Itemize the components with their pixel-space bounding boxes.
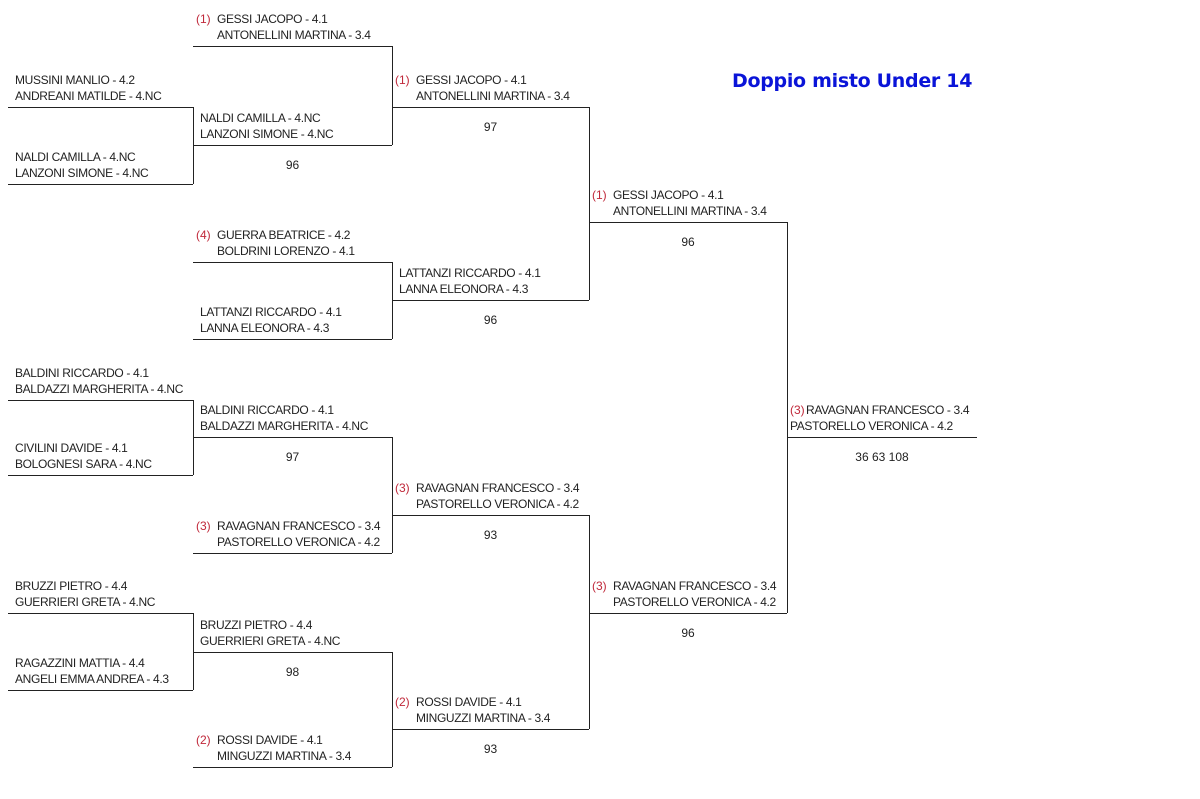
team-player-1: BRUZZI PIETRO - 4.4 <box>15 579 128 593</box>
bracket-connector <box>392 437 393 553</box>
bracket-line <box>8 475 193 476</box>
match-score: 97 <box>483 120 498 134</box>
team-player-2: BOLOGNESI SARA - 4.NC <box>15 457 152 471</box>
bracket-line <box>193 652 392 653</box>
seed-label: (1) <box>395 73 410 87</box>
bracket-line <box>8 184 193 185</box>
team-player-1: BALDINI RICCARDO - 4.1 <box>15 366 149 380</box>
team-player-1: RAVAGNAN FRANCESCO - 3.4 <box>416 481 580 495</box>
match-score: 93 <box>483 528 498 542</box>
bracket-line <box>392 107 589 108</box>
match-score: 96 <box>483 313 498 327</box>
seed-label: (2) <box>196 733 211 747</box>
team-player-1: CIVILINI DAVIDE - 4.1 <box>15 441 128 455</box>
team-player-1: GESSI JACOPO - 4.1 <box>217 12 328 26</box>
team-player-2: ANDREANI MATILDE - 4.NC <box>15 89 162 103</box>
bracket-line <box>193 262 392 263</box>
bracket-connector <box>193 613 194 690</box>
bracket-line <box>787 437 977 438</box>
team-player-2: PASTORELLO VERONICA - 4.2 <box>217 535 380 549</box>
bracket-line <box>193 553 392 554</box>
seed-label: (3) <box>395 481 410 495</box>
team-player-2: LANZONI SIMONE - 4.NC <box>15 166 149 180</box>
bracket-title: Doppio misto Under 14 <box>732 70 973 92</box>
bracket-connector <box>193 400 194 475</box>
team-player-2: PASTORELLO VERONICA - 4.2 <box>416 497 579 511</box>
team-player-2: GUERRIERI GRETA - 4.NC <box>15 595 156 609</box>
team-player-2: PASTORELLO VERONICA - 4.2 <box>790 419 953 433</box>
team-player-2: LANNA ELEONORA - 4.3 <box>200 321 330 335</box>
seed-label: (1) <box>196 12 211 26</box>
bracket-connector <box>589 107 590 300</box>
team-player-1: BALDINI RICCARDO - 4.1 <box>200 403 334 417</box>
bracket-line <box>589 613 787 614</box>
seed-label: (2) <box>395 695 410 709</box>
match-score: 96 <box>285 158 300 172</box>
bracket-line <box>193 145 392 146</box>
seed-label: (4) <box>196 228 211 242</box>
match-score: 96 <box>681 235 695 249</box>
bracket-connector <box>392 262 393 339</box>
bracket-line <box>392 729 589 730</box>
bracket-line <box>589 222 787 223</box>
seed-label: (3) <box>592 579 607 593</box>
match-score: 93 <box>483 742 498 756</box>
bracket-line <box>193 437 392 438</box>
team-player-2: BALDAZZI MARGHERITA - 4.NC <box>15 382 184 396</box>
bracket-connector <box>392 46 393 145</box>
bracket-line <box>8 400 193 401</box>
team-player-1: MUSSINI MANLIO - 4.2 <box>15 73 135 87</box>
bracket-line <box>392 300 589 301</box>
team-player-2: ANTONELLINI MARTINA - 3.4 <box>217 28 371 42</box>
team-player-1: RAGAZZINI MATTIA - 4.4 <box>15 656 145 670</box>
team-player-2: BALDAZZI MARGHERITA - 4.NC <box>200 419 369 433</box>
bracket-line <box>8 690 193 691</box>
bracket-line <box>392 515 589 516</box>
team-player-1: GESSI JACOPO - 4.1 <box>613 188 724 202</box>
bracket-connector <box>193 107 194 184</box>
match-score: 97 <box>285 450 300 464</box>
bracket-line <box>8 107 193 108</box>
team-player-2: ANTONELLINI MARTINA - 3.4 <box>416 89 570 103</box>
seed-label: (3) <box>790 403 805 417</box>
team-player-2: GUERRIERI GRETA - 4.NC <box>200 634 341 648</box>
bracket-line <box>8 613 193 614</box>
bracket-connector <box>787 222 788 613</box>
team-player-1: GESSI JACOPO - 4.1 <box>416 73 527 87</box>
bracket-connector <box>392 652 393 767</box>
team-player-1: RAVAGNAN FRANCESCO - 3.4 <box>806 403 970 417</box>
match-score: 98 <box>285 665 300 679</box>
bracket-line <box>193 767 392 768</box>
team-player-1: ROSSI DAVIDE - 4.1 <box>416 695 522 709</box>
bracket-line <box>193 339 392 340</box>
team-player-1: LATTANZI RICCARDO - 4.1 <box>399 266 541 280</box>
team-player-1: NALDI CAMILLA - 4.NC <box>15 150 136 164</box>
team-player-1: RAVAGNAN FRANCESCO - 3.4 <box>217 519 381 533</box>
bracket-line <box>193 46 392 47</box>
team-player-1: RAVAGNAN FRANCESCO - 3.4 <box>613 579 777 593</box>
team-player-2: BOLDRINI LORENZO - 4.1 <box>217 244 355 258</box>
match-score: 36 63 108 <box>855 450 909 464</box>
team-player-2: ANGELI EMMA ANDREA - 4.3 <box>15 672 169 686</box>
team-player-1: ROSSI DAVIDE - 4.1 <box>217 733 323 747</box>
team-player-2: LANZONI SIMONE - 4.NC <box>200 127 334 141</box>
team-player-1: LATTANZI RICCARDO - 4.1 <box>200 305 342 319</box>
team-player-1: BRUZZI PIETRO - 4.4 <box>200 618 313 632</box>
seed-label: (3) <box>196 519 211 533</box>
match-score: 96 <box>681 626 695 640</box>
seed-label: (1) <box>592 188 607 202</box>
team-player-1: NALDI CAMILLA - 4.NC <box>200 111 321 125</box>
team-player-1: GUERRA BEATRICE - 4.2 <box>217 228 351 242</box>
team-player-2: MINGUZZI MARTINA - 3.4 <box>217 749 352 763</box>
team-player-2: MINGUZZI MARTINA - 3.4 <box>416 711 551 725</box>
team-player-2: PASTORELLO VERONICA - 4.2 <box>613 595 776 609</box>
team-player-2: LANNA ELEONORA - 4.3 <box>399 282 529 296</box>
bracket-connector <box>589 515 590 729</box>
team-player-2: ANTONELLINI MARTINA - 3.4 <box>613 204 767 218</box>
